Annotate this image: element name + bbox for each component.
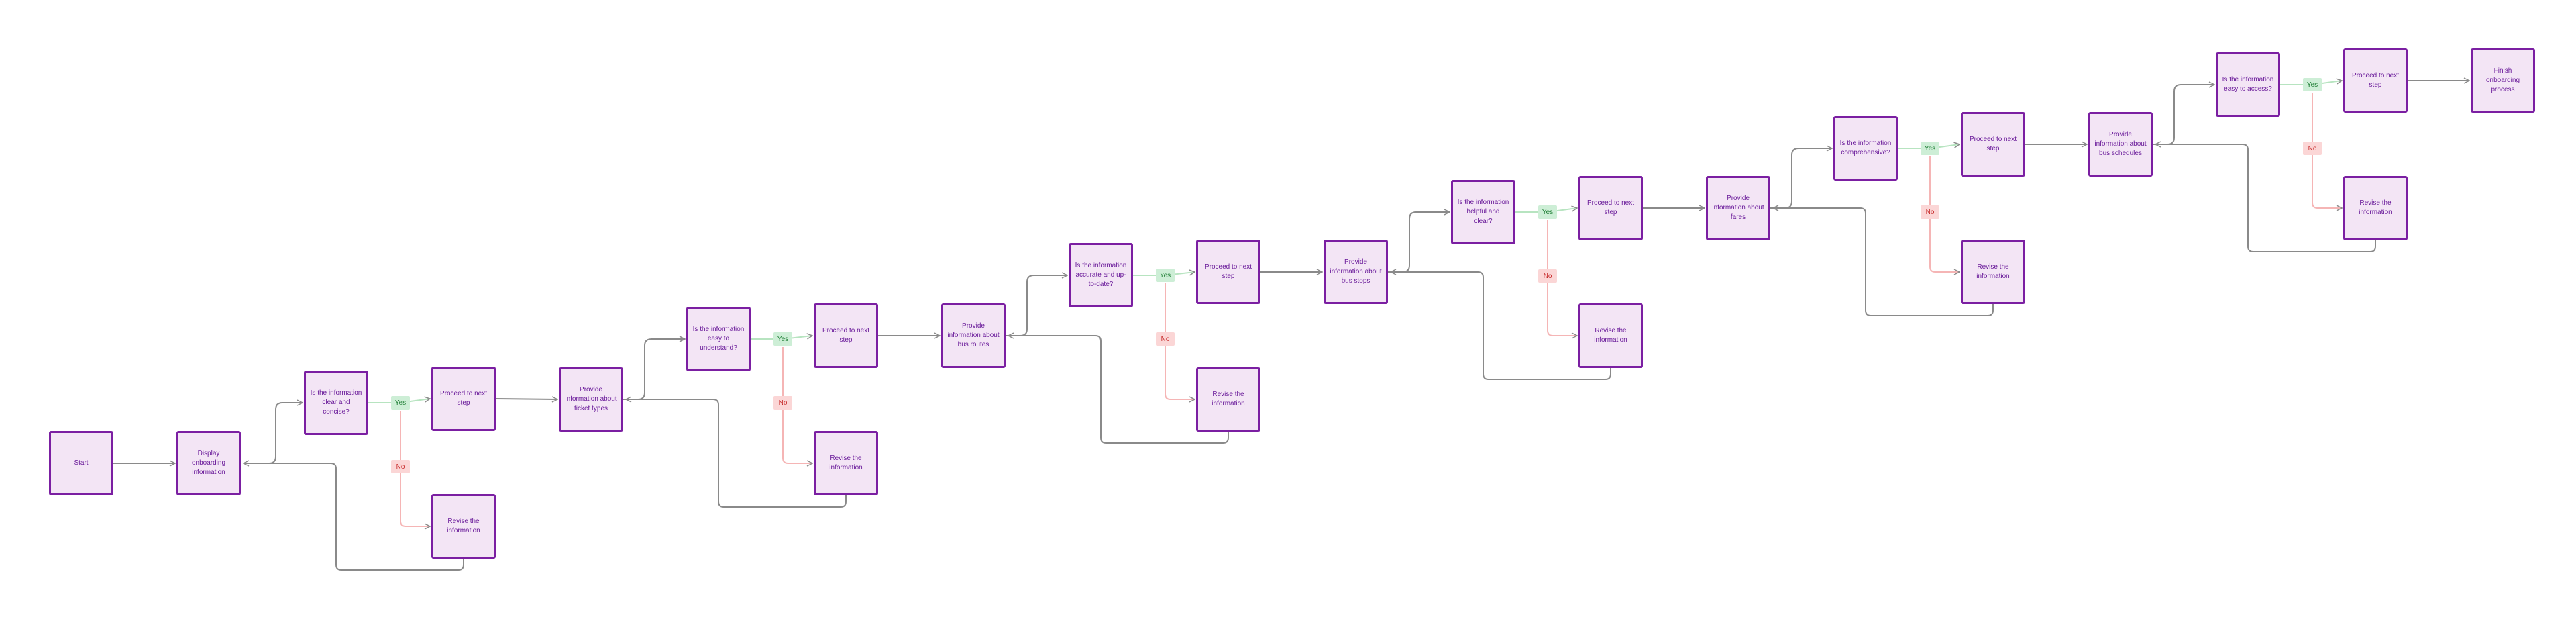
yes-edge-label-5: Yes <box>1921 142 1939 155</box>
edge-no-1 <box>400 411 430 526</box>
node-proceed-to-next-step-5[interactable]: Proceed to next step <box>1961 112 2025 177</box>
edge-no-3 <box>1165 283 1195 399</box>
edge-revise-3 <box>1008 336 1229 444</box>
yes-edge-label-3: Yes <box>1156 269 1175 282</box>
node-decision-easy-to-understand[interactable]: Is the information easy to understand? <box>686 307 751 371</box>
no-edge-label-5: No <box>1921 205 1939 219</box>
edge-no-2 <box>782 347 812 463</box>
node-proceed-to-next-step-6[interactable]: Proceed to next step <box>2343 48 2408 113</box>
no-edge-label-4: No <box>1538 269 1557 283</box>
edge-revise-4 <box>1391 272 1611 380</box>
node-revise-information-6[interactable]: Revise the information <box>2343 176 2408 240</box>
node-provide-ticket-types[interactable]: Provide information about ticket types <box>559 367 623 432</box>
yes-edge-label-6: Yes <box>2303 78 2322 91</box>
edge-revise-2 <box>626 399 847 508</box>
no-edge-label-2: No <box>773 396 792 410</box>
node-provide-bus-stops[interactable]: Provide information about bus stops <box>1324 240 1388 304</box>
edge-revise-1 <box>244 463 464 571</box>
node-revise-information-5[interactable]: Revise the information <box>1961 240 2025 304</box>
node-proceed-to-next-step-2[interactable]: Proceed to next step <box>814 303 878 368</box>
no-edge-label-3: No <box>1156 332 1175 346</box>
edge-to-decision-1 <box>254 403 303 464</box>
node-decision-clear-and-concise[interactable]: Is the information clear and concise? <box>304 371 368 435</box>
no-edge-label-6: No <box>2303 142 2322 155</box>
node-proceed-to-next-step-1[interactable]: Proceed to next step <box>431 367 496 431</box>
node-revise-information-2[interactable]: Revise the information <box>814 431 878 495</box>
node-revise-information-3[interactable]: Revise the information <box>1196 367 1260 432</box>
edge-to-decision-5 <box>1770 148 1832 209</box>
node-provide-fares[interactable]: Provide information about fares <box>1706 176 1770 240</box>
node-provide-bus-schedules[interactable]: Provide information about bus schedules <box>2088 112 2153 177</box>
node-provide-bus-routes[interactable]: Provide information about bus routes <box>941 303 1006 368</box>
node-proceed-to-next-step-4[interactable]: Proceed to next step <box>1578 176 1643 240</box>
node-start[interactable]: Start <box>49 431 113 495</box>
node-finish-onboarding[interactable]: Finish onboarding process <box>2471 48 2535 113</box>
yes-edge-label-1: Yes <box>391 396 410 410</box>
edge-to-decision-3 <box>1006 275 1067 336</box>
node-revise-information-1[interactable]: Revise the information <box>431 494 496 559</box>
no-edge-label-1: No <box>391 460 410 473</box>
yes-edge-label-2: Yes <box>773 332 792 346</box>
node-revise-information-4[interactable]: Revise the information <box>1578 303 1643 368</box>
edge-no-4 <box>1547 220 1577 336</box>
edge-no-6 <box>2312 93 2342 208</box>
node-decision-easy-to-access[interactable]: Is the information easy to access? <box>2216 52 2280 117</box>
yes-edge-label-4: Yes <box>1538 205 1557 219</box>
node-proceed-to-next-step-3[interactable]: Proceed to next step <box>1196 240 1260 304</box>
node-display-onboarding-information[interactable]: Display onboarding information <box>176 431 241 495</box>
edge-revise-5 <box>1773 208 1994 316</box>
edge-revise-6 <box>2155 144 2376 252</box>
edge-to-decision-4 <box>1388 212 1450 273</box>
node-decision-helpful-and-clear[interactable]: Is the information helpful and clear? <box>1451 180 1515 244</box>
edge-to-decision-2 <box>623 339 685 400</box>
edge-no-5 <box>1929 156 1960 272</box>
node-decision-accurate-up-to-date[interactable]: Is the information accurate and up-to-da… <box>1069 243 1133 307</box>
edge-to-decision-6 <box>2153 85 2214 145</box>
node-decision-comprehensive[interactable]: Is the information comprehensive? <box>1833 116 1898 181</box>
